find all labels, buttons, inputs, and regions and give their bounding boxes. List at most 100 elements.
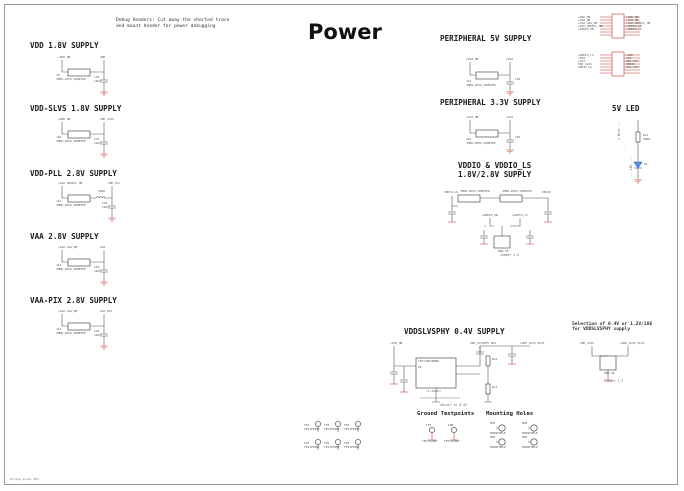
cap-ref-p5: C45: [515, 77, 521, 81]
cap-val-4: 10uF: [94, 333, 101, 337]
slvs-sel-hdr: HDR-3P: [604, 371, 615, 375]
mh-part-2: MOUNTHOLE: [490, 445, 506, 449]
vddio-in2: +VDDIO_LS: [512, 213, 528, 217]
supply-block-vddpll: [61, 186, 116, 222]
cap-val-0: 10uF: [94, 79, 101, 83]
section-vdd18: VDD 1.8V SUPPLY: [30, 41, 99, 50]
sheet-border: [4, 4, 678, 485]
jumper-part-p5: JMPR-2P54_SHORTED: [466, 83, 496, 87]
jumper-ref-p5: J14: [466, 79, 472, 83]
mh-part-1: MOUNTHOLE: [522, 431, 538, 435]
tp-part-1: TESTPOINT: [324, 427, 340, 431]
slvs-out-net: VDD_SLVSPHY_ADJ: [470, 341, 497, 345]
tp-part-2: TESTPOINT: [344, 427, 360, 431]
conn-right-8: VDDIO: [626, 62, 635, 66]
section-vaa: VAA 2.8V SUPPLY: [30, 232, 99, 241]
supply-block-periph5: [469, 62, 514, 96]
conn-right-2: +VAA_VDDPLL_HB: [626, 21, 651, 25]
net-label-out-1: VDD_SLVS: [100, 117, 114, 121]
gnd-tp-ref-0: TP7: [426, 423, 432, 427]
jumper-ref-p33: J15: [466, 137, 472, 141]
cap-ref-2: C39: [102, 201, 108, 205]
conn-left-4: +VDDIO_HB: [578, 27, 594, 31]
conn-right-3: +VDDIO_HB: [626, 24, 642, 28]
jumper-note-vddio: Jumper 1-2: [500, 253, 520, 257]
tp-part-5: TESTPOINT: [344, 445, 360, 449]
section-led5: 5V LED: [612, 104, 640, 113]
selection-note-line2: for VDDSLVSPHY supply: [572, 327, 631, 332]
net-label-out-0: VDD: [100, 55, 106, 59]
ferrite-val: 220R: [98, 189, 105, 193]
jumper-ref-2: J11: [56, 199, 62, 203]
jumper-ref-0: J9: [56, 73, 60, 77]
mh-part-0: MOUNTHOLE: [490, 431, 506, 435]
tp-part-4: TESTPOINT: [324, 445, 340, 449]
tp-ref-3: TP4: [304, 441, 310, 445]
conn-left-6: +5V0: [578, 56, 585, 60]
slvs-r1: R12: [492, 357, 498, 361]
conn-left-9: VDDIO_LS: [578, 65, 592, 69]
net-label-in-4: +VAA_VAA_HB: [58, 309, 78, 313]
slvs-selection-jumper: [591, 346, 629, 381]
vddio-in1: +VDDIO_HB: [482, 213, 498, 217]
net-label-in-3: +VAA_VAA_HB: [58, 245, 78, 249]
jumper-part-4: JMPR-2P54_SHORTED: [56, 331, 86, 335]
section-vaapix: VAA-PIX 2.8V SUPPLY: [30, 296, 117, 305]
cap-ref-4: C43: [94, 329, 100, 333]
section-slvsphy: VDDSLVSPHY 0.4V SUPPLY: [404, 327, 505, 336]
net-label-in-1: +VDD_HB: [58, 117, 71, 121]
mh-ref-0: MH1: [490, 421, 496, 425]
conn-right-0: +VDD_HB: [626, 15, 639, 19]
section-vddio-line1: VDDIO & VDDIO_LS: [458, 161, 532, 170]
supply-block-vddslvs: [61, 122, 108, 158]
net-label-in-0: +VDD_HB: [58, 55, 71, 59]
led-handwriting-1: 1 Blue ...: [617, 120, 621, 140]
slvs-sel-net-left: VDD_SLVS: [580, 341, 594, 345]
supply-block-vaa: [61, 250, 108, 286]
conn-left-0: +VDD_HB: [578, 15, 591, 19]
conn-right-5: +VDD: [626, 53, 633, 57]
conn-right-7: VDD_PLL: [626, 59, 639, 63]
cap-val-1: 10uF: [94, 141, 101, 145]
vddio-hdr: HDR-3P: [498, 249, 509, 253]
mh-ref-2: MH3: [490, 435, 496, 439]
tp-ref-2: TP3: [344, 423, 350, 427]
mh-part-3: MOUNTHOLE: [522, 445, 538, 449]
testpoints-group: [315, 421, 458, 450]
led-res-ref: R11: [643, 133, 649, 137]
slvs-reg-pkg: (1.2Vout): [426, 389, 442, 393]
slvs-reg-part: TPS73801DRBR: [418, 359, 439, 363]
net-label-p33-out: +3V3: [506, 115, 513, 119]
section-mount-holes: Mounting Holes: [486, 411, 534, 417]
debug-note-line2: and mount header for power debugging: [116, 24, 216, 29]
vddio-net-left: VDDIO_LS: [444, 190, 458, 194]
cap-ref-0: C35: [94, 75, 100, 79]
header-connector: [600, 13, 640, 77]
led-handwriting-2: ...: [623, 144, 627, 150]
gnd-tp-part-0: TESTPOINT: [422, 439, 438, 443]
section-periph5: PERIPHERAL 5V SUPPLY: [440, 34, 532, 43]
cap-ref-1: C37: [94, 137, 100, 141]
led-handwriting-3: ... LED ...: [629, 156, 633, 178]
led-ref: D1: [644, 162, 648, 166]
slvs-r2: R13: [492, 385, 498, 389]
net-label-out-4: VAA_PIX: [100, 309, 113, 313]
vddio-net-right: VDDIO: [542, 190, 551, 194]
cap-ref-p33: C46: [515, 135, 521, 139]
mountholes-group: [496, 424, 538, 446]
conn-right-6: VAA: [626, 56, 632, 60]
tp-ref-4: TP5: [324, 441, 330, 445]
section-ground-tp: Ground Testpoints: [417, 411, 475, 417]
jumper-part-3: JMPR-2P54_SHORTED: [56, 267, 86, 271]
slvs-sel-net-right: +VDD_SLVS_SLVS: [620, 341, 645, 345]
conn-right-9: VAA_PIX: [626, 65, 639, 69]
net-label-out-3: VAA: [100, 245, 106, 249]
section-vddio-line2: 1.8V/2.8V SUPPLY: [458, 170, 532, 179]
tp-part-3: TESTPOINT: [304, 445, 320, 449]
jumper-ref-4: J13: [56, 327, 62, 331]
net-label-in-2: +VAA_VDDPLL_HB: [58, 181, 83, 185]
sheet-title: Power: [308, 20, 382, 44]
supply-block-periph33: [469, 120, 514, 154]
